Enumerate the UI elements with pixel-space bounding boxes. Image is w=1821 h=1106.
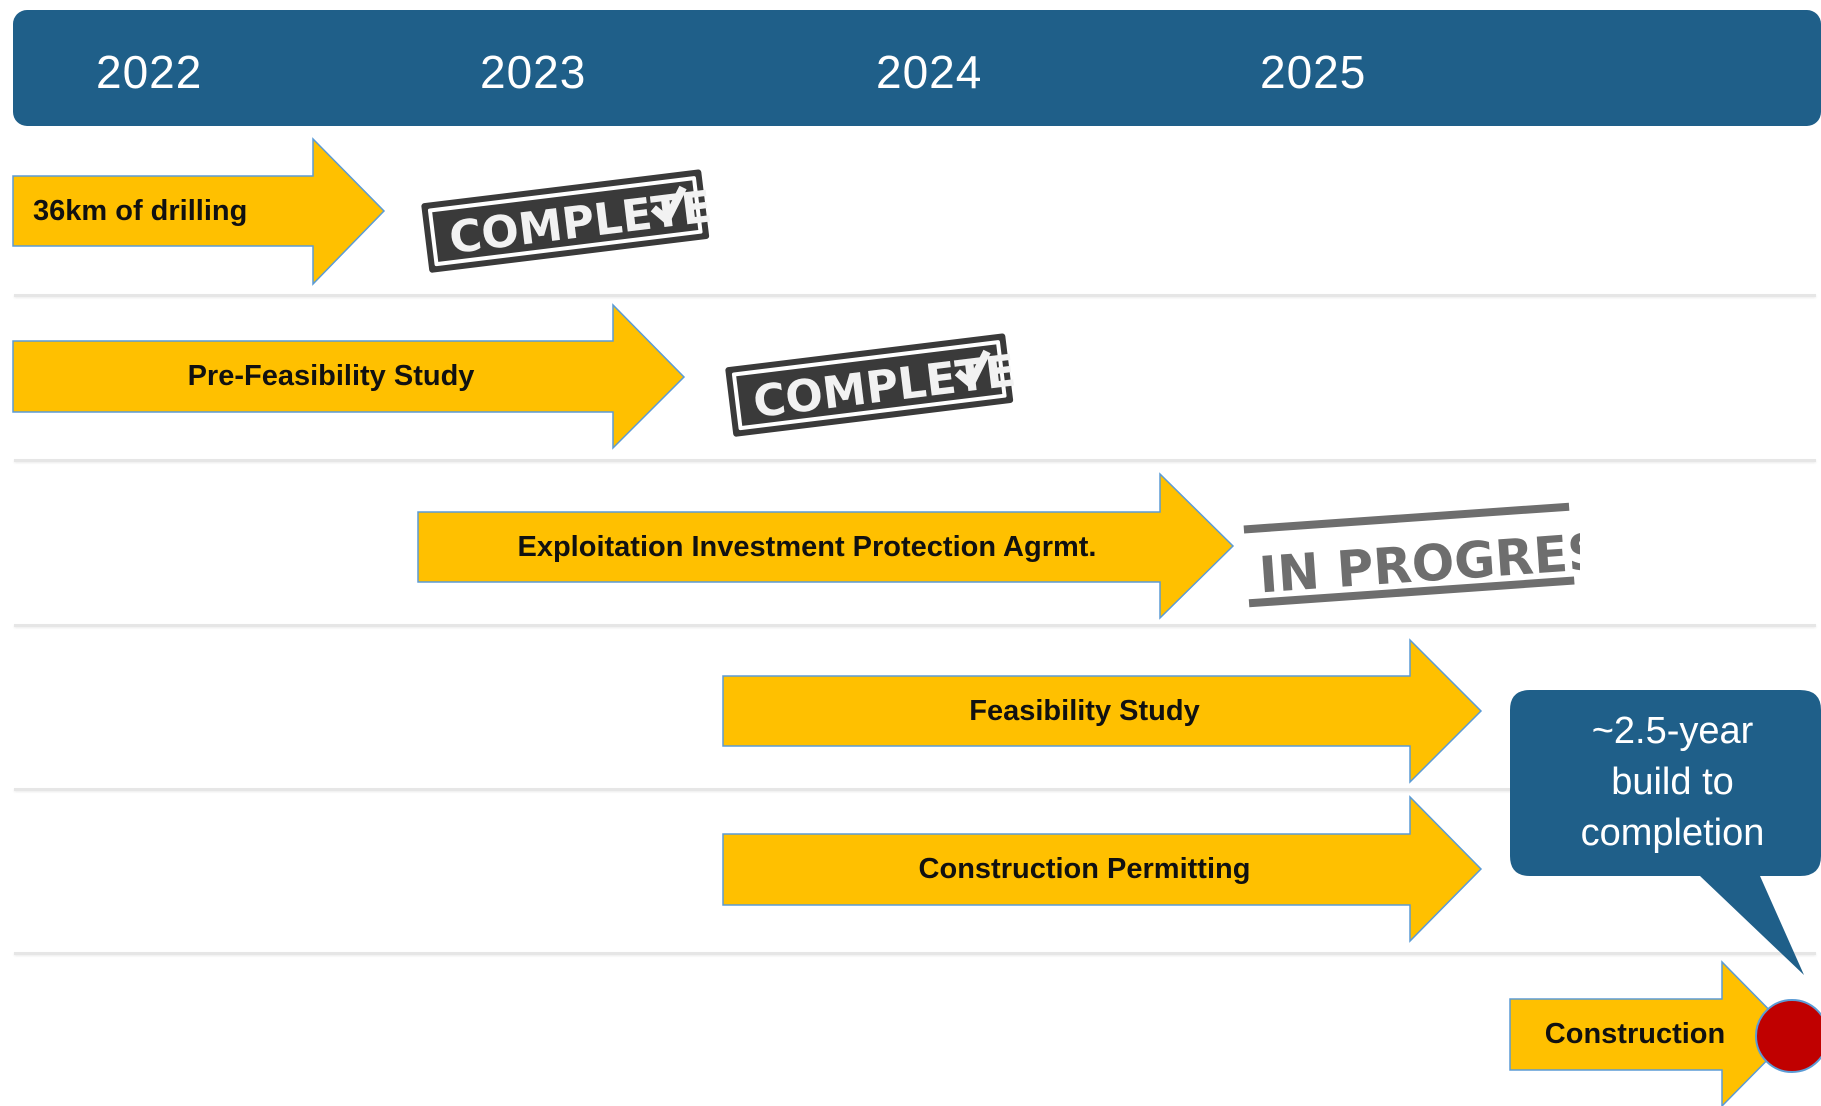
row-divider (14, 788, 1816, 791)
task-arrow-drilling (12, 137, 386, 286)
row-divider (14, 294, 1816, 297)
year-label-2025: 2025 (1260, 46, 1367, 98)
row-divider (14, 952, 1816, 955)
in-progress-stamp: IN PROGRESS (1243, 502, 1580, 608)
callout-line: build to (1611, 761, 1734, 803)
year-label-2024: 2024 (876, 46, 983, 98)
callout-line: ~2.5-year (1591, 710, 1754, 752)
task-label-fs: Feasibility Study (969, 694, 1200, 727)
task-arrow-permitting (722, 795, 1483, 943)
task-arrow-fs (722, 638, 1483, 784)
task-arrow-construction (1509, 960, 1795, 1106)
year-label-2022: 2022 (96, 46, 203, 98)
task-arrow-pfs (12, 303, 686, 450)
complete-stamp: COMPLETE (421, 169, 714, 273)
task-label-pfs: Pre-Feasibility Study (187, 360, 475, 392)
row-divider (14, 459, 1816, 462)
task-label-drilling: 36km of drilling (33, 194, 248, 227)
task-arrow-eipa (417, 472, 1235, 620)
year-label-2023: 2023 (480, 46, 587, 98)
task-label-eipa: Exploitation Investment Protection Agrmt… (517, 530, 1097, 563)
task-label-permitting: Construction Permitting (918, 853, 1251, 885)
row-divider (14, 624, 1816, 627)
milestone-marker (1755, 999, 1821, 1073)
callout-text: ~2.5-year build to completion (1510, 706, 1821, 859)
task-label-construction: Construction (1544, 1018, 1726, 1050)
timeline-header (13, 10, 1821, 126)
callout-line: completion (1580, 812, 1765, 854)
complete-stamp: COMPLETE (725, 333, 1018, 437)
